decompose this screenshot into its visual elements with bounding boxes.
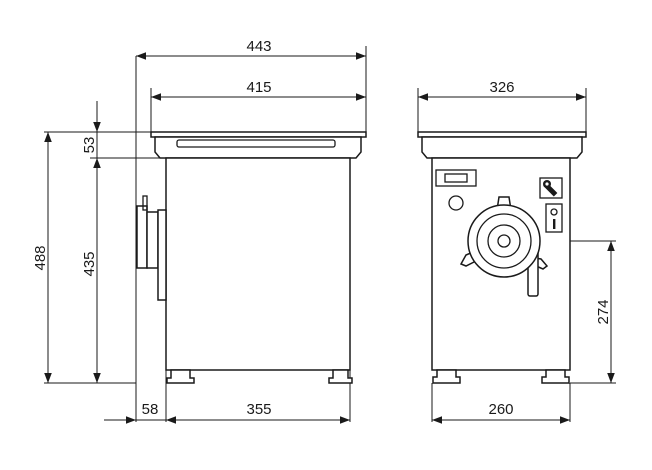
dim-label-base-width-front: 260 [488,401,513,418]
dim-label-top-height: 53 [81,137,98,154]
dim-label-height-overall: 488 [32,245,49,270]
side-foot-right [328,369,353,384]
front-view: 326 260 274 [417,79,616,424]
side-outlet-bar [157,209,167,301]
wrench-icon [539,177,563,199]
side-foot-left [166,369,195,384]
front-nameplate-inner [444,173,468,183]
dim-label-depth-top: 326 [489,79,514,96]
power-switch-icon [545,203,563,233]
side-body [165,157,351,371]
side-head-lug [142,195,148,211]
side-head-plate [136,205,148,269]
front-head-ring-outer [467,204,541,278]
front-nameplate [435,169,477,187]
front-foot-right [541,369,570,384]
front-head-ring-middle [476,213,532,269]
dim-label-base-width-side: 355 [246,401,271,418]
dim-label-width-top: 415 [246,79,271,96]
front-knob-icon [448,195,464,211]
side-tray-handle [176,139,336,148]
dim-label-outlet-height: 274 [595,299,612,324]
front-head-ring-inner [487,224,521,258]
dim-label-offset-left: 58 [142,401,159,418]
front-tray [421,136,583,159]
front-foot-left [432,369,461,384]
dim-label-height-body: 435 [81,251,98,276]
front-head-center [497,234,511,248]
side-view: 443 415 53 488 435 58 355 [32,38,367,424]
side-head-collar [146,211,159,269]
dim-label-width-overall: 443 [246,38,271,55]
